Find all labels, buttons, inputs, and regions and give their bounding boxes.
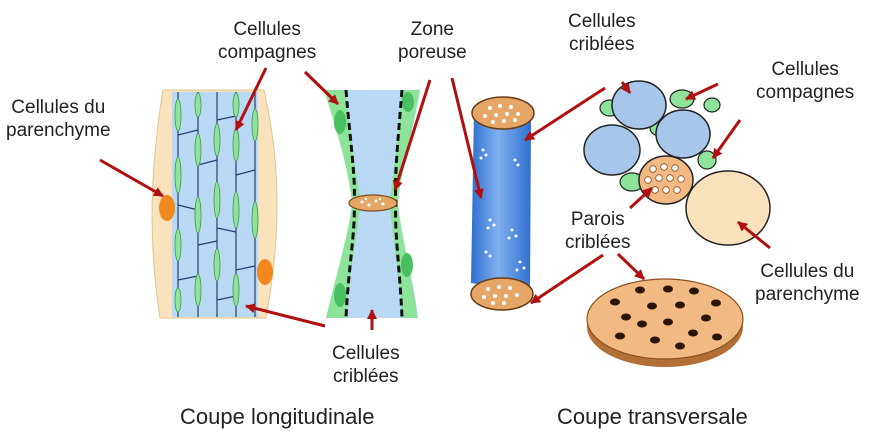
label-parenchyme-right: Cellules du parenchyme [755,260,860,306]
label-line: Cellules [218,18,316,41]
label-line: parenchyme [755,283,860,306]
label-parenchyme-left: Cellules du parenchyme [6,96,111,142]
sieve-element-longitudinal [324,90,420,318]
caption-transversal: Coupe transversale [557,404,748,430]
label-criblees-bottom: Cellules criblées [332,342,400,388]
label-line: Parois [565,208,630,231]
label-line: parenchyme [6,119,111,142]
label-line: poreuse [398,41,467,64]
label-line: Cellules du [6,96,111,119]
sieve-plate-large [587,279,743,367]
label-line: Zone [398,18,467,41]
label-parois-criblees: Parois criblées [565,208,630,254]
label-criblees-top: Cellules criblées [568,10,636,56]
longitudinal-tissue [152,90,277,318]
label-line: Cellules [332,342,400,365]
label-line: criblées [568,33,636,56]
label-line: Cellules [568,10,636,33]
label-compagnes-right: Cellules compagnes [756,58,854,104]
caption-longitudinal: Coupe longitudinale [180,404,375,430]
label-line: criblées [565,231,630,254]
label-zone-poreuse: Zone poreuse [398,18,467,64]
label-line: compagnes [218,41,316,64]
label-line: compagnes [756,81,854,104]
label-line: Cellules du [755,260,860,283]
label-compagnes-top: Cellules compagnes [218,18,316,64]
label-line: criblées [332,365,400,388]
sieve-tube-3d [471,97,534,310]
label-line: Cellules [756,58,854,81]
